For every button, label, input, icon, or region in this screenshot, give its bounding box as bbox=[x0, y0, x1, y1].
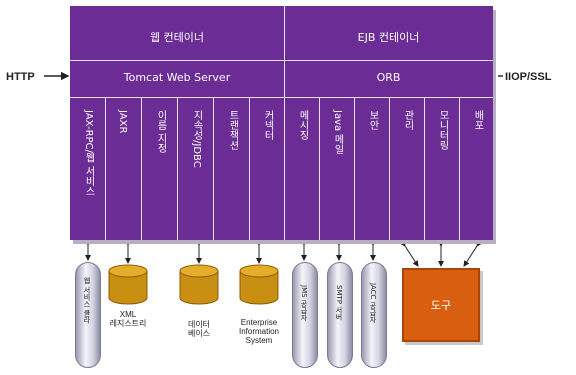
jms-provider-pill: JMS 공급자 bbox=[292, 262, 318, 368]
xml-registry-caption: XML 레지스트리 bbox=[109, 310, 147, 328]
smtp-server-label: SMTP 서버 bbox=[335, 285, 343, 321]
column-messaging: 메시징 bbox=[297, 110, 308, 140]
eis-caption: Enterprise Information System bbox=[238, 318, 280, 345]
ejb-container-title: EJB 컨테이너 bbox=[357, 31, 420, 44]
divider-mid bbox=[70, 97, 493, 98]
column-jaxr: JAXR bbox=[117, 110, 128, 134]
divider-top bbox=[70, 60, 493, 61]
database-cylinder bbox=[179, 264, 219, 305]
column-jaxrpc: JAX-RPC/웹 서비스 bbox=[83, 110, 94, 197]
tomcat-label: Tomcat Web Server bbox=[123, 71, 231, 84]
orb-label: ORB bbox=[376, 71, 401, 84]
jacc-provider-label: JACC 공급자 bbox=[369, 283, 377, 323]
column-security: 보안 bbox=[367, 110, 378, 130]
arrow-tool-3 bbox=[463, 240, 483, 267]
web-service-client-pill: 웹 서비스 클라 bbox=[75, 262, 101, 368]
column-management: 관리 bbox=[402, 110, 413, 130]
column-persistence-jdbc: 지속성/JDBC bbox=[191, 110, 202, 168]
container-divider bbox=[284, 6, 285, 97]
eis-cylinder bbox=[239, 264, 279, 305]
web-container-title: 웹 컨테이너 bbox=[149, 31, 205, 44]
iiop-ssl-label: IIOP/SSL bbox=[505, 71, 552, 83]
column-java-mail: Java 메일 bbox=[332, 110, 343, 155]
column-naming: 이름 지정 bbox=[155, 110, 166, 154]
smtp-server-pill: SMTP 서버 bbox=[327, 262, 353, 368]
web-service-client-label: 웹 서비스 클라 bbox=[83, 277, 91, 324]
arrow-tool-1 bbox=[399, 240, 419, 267]
column-monitoring: 모니터링 bbox=[437, 110, 448, 150]
server-panel: 웹 컨테이너 EJB 컨테이너 Tomcat Web Server ORB JA… bbox=[70, 6, 493, 240]
column-connector: 커넥터 bbox=[262, 110, 273, 140]
tools-box: 도구 bbox=[402, 268, 480, 342]
database-caption: 데이터 베이스 bbox=[187, 320, 211, 338]
jms-provider-label: JMS 공급자 bbox=[300, 285, 308, 321]
column-transaction: 트랜잭션 bbox=[227, 110, 238, 150]
jacc-provider-pill: JACC 공급자 bbox=[361, 262, 387, 368]
column-deployment: 배포 bbox=[472, 110, 483, 130]
http-label: HTTP bbox=[6, 71, 35, 83]
xml-registry-cylinder bbox=[108, 264, 148, 305]
tools-label: 도구 bbox=[430, 299, 452, 312]
